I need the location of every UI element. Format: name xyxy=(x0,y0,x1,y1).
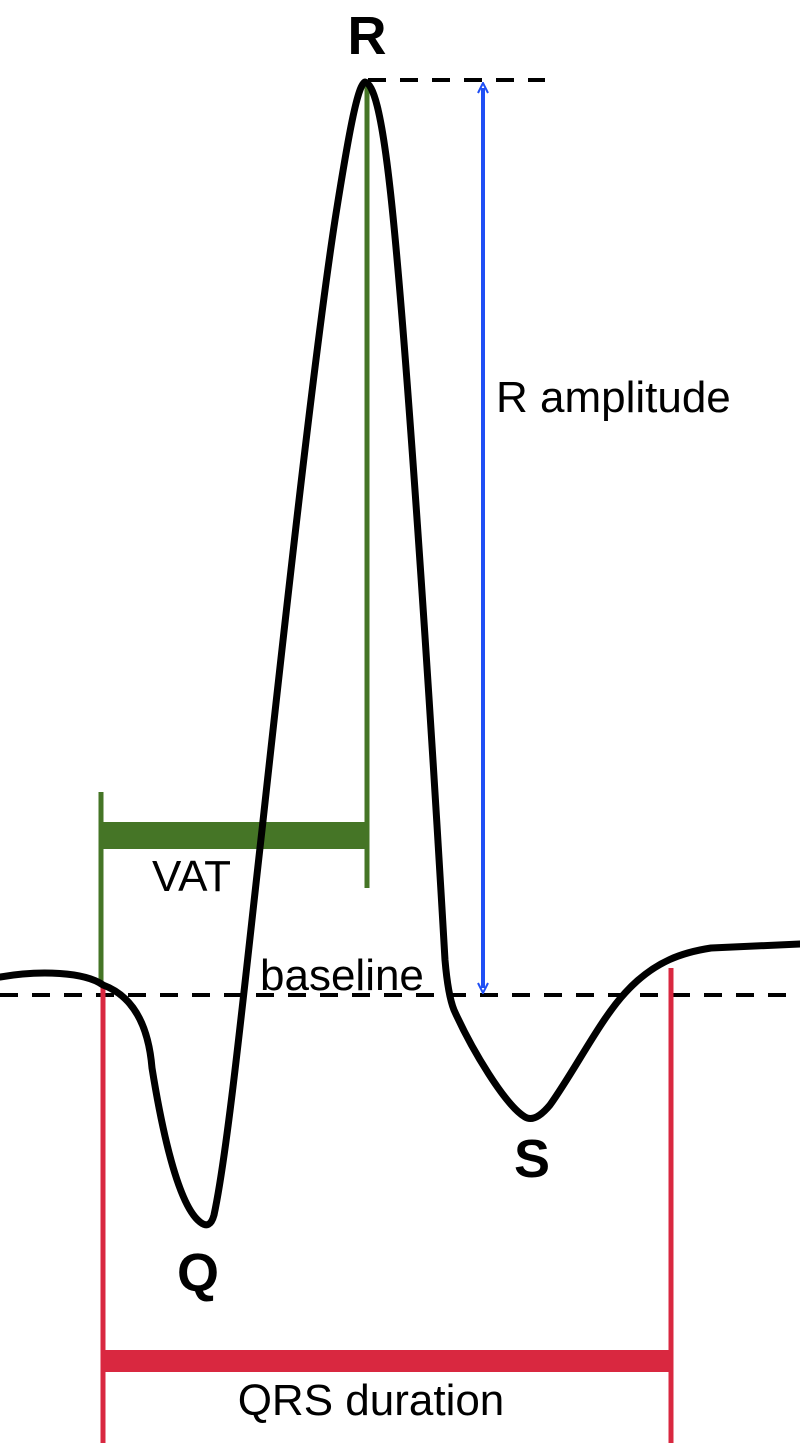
vat-bar xyxy=(101,822,367,849)
qrs-duration-bar xyxy=(103,1350,671,1372)
ecg-waveform xyxy=(0,78,800,1229)
baseline-label: baseline xyxy=(260,951,424,1000)
s-label: S xyxy=(514,1129,550,1189)
vat-bracket xyxy=(98,82,370,985)
qrs-duration-bracket xyxy=(100,968,674,1443)
r-amplitude-label: R amplitude xyxy=(496,373,731,422)
qrs-duration-label: QRS duration xyxy=(238,1376,505,1425)
vat-label: VAT xyxy=(152,852,231,901)
r-label: R xyxy=(348,6,387,66)
q-label: Q xyxy=(177,1243,219,1303)
